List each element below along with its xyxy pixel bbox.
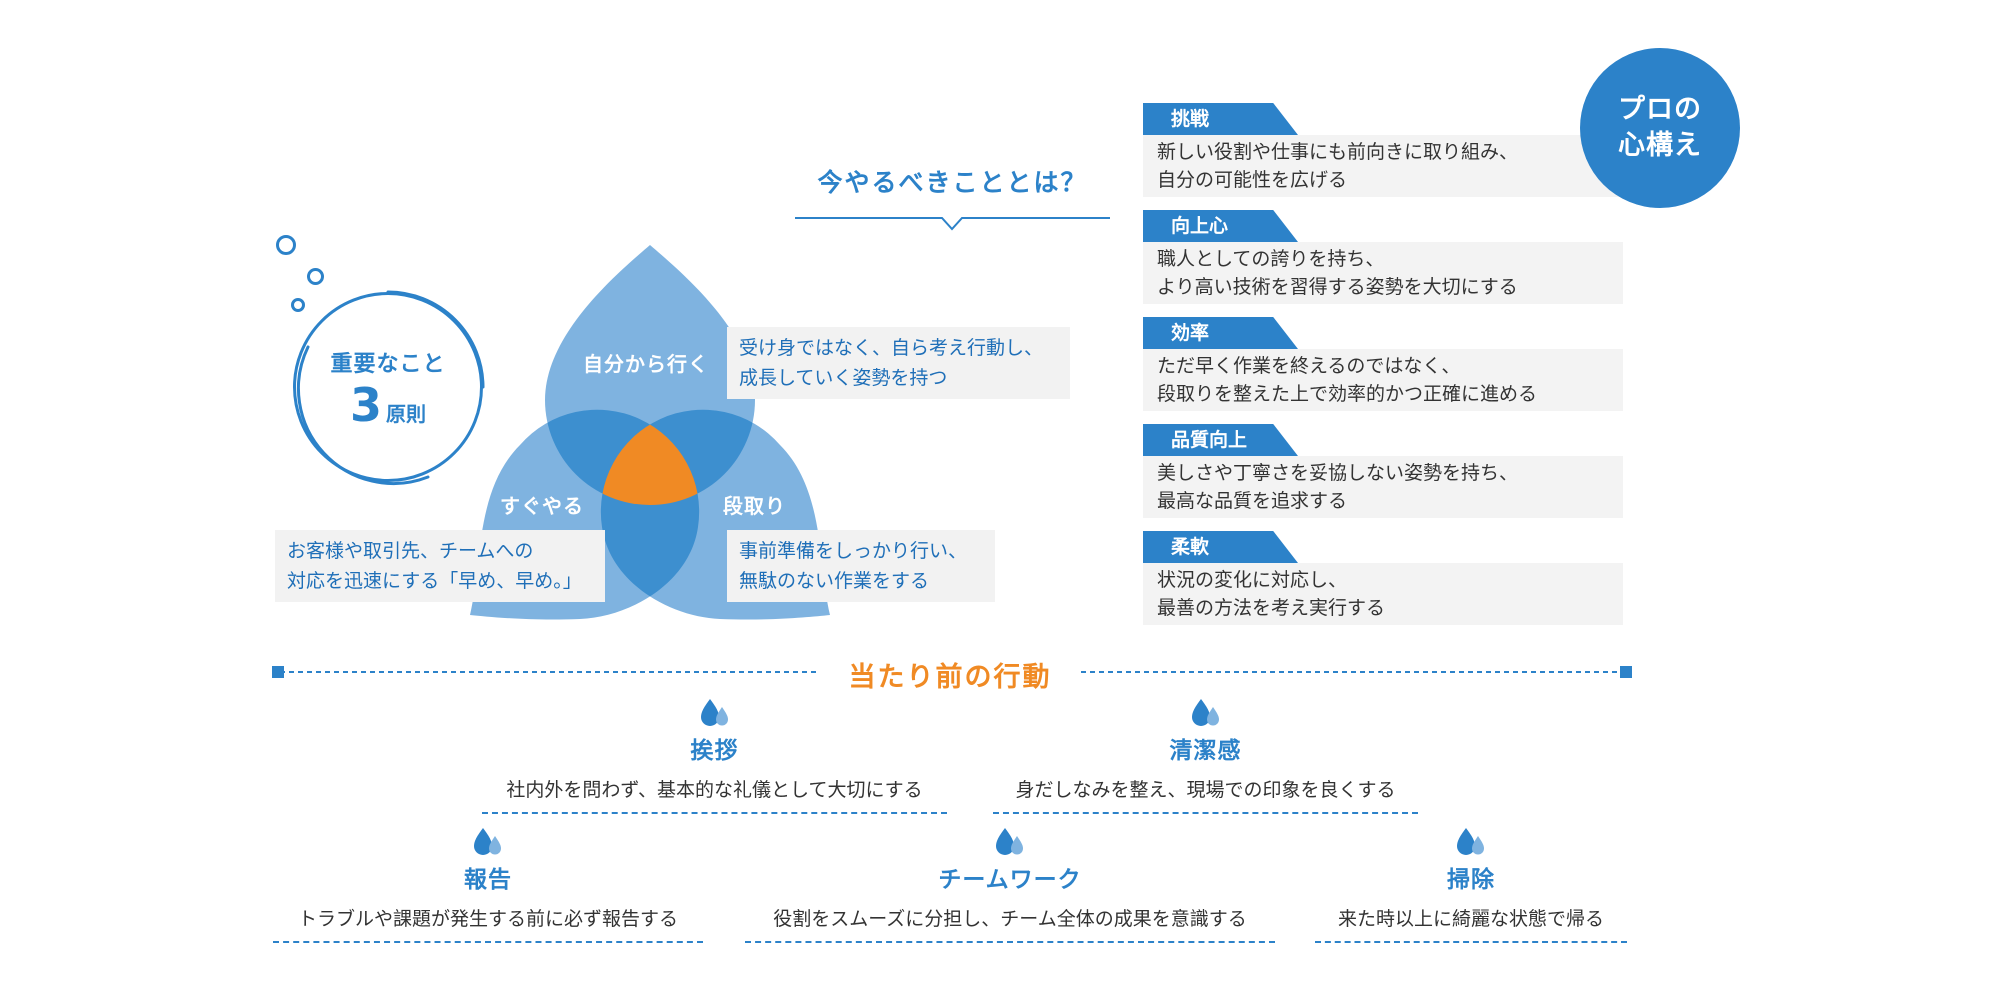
behavior-item: 掃除来た時以上に綺麗な状態で帰る (1315, 826, 1627, 943)
water-drops-icon (1454, 826, 1488, 858)
pro-item-description: 職人としての誇りを持ち、より高い技術を習得する姿勢を大切にする (1143, 242, 1623, 304)
water-drops-icon (698, 697, 732, 729)
behavior-item: 清潔感身だしなみを整え、現場での印象を良くする (993, 697, 1418, 814)
bubble-large (276, 235, 296, 255)
behavior-item: 報告トラブルや課題が発生する前に必ず報告する (273, 826, 703, 943)
bubble-medium (307, 268, 324, 285)
badge-number: 3 (349, 378, 382, 432)
pro-item-tag: 品質向上 (1143, 424, 1298, 456)
behavior-item: チームワーク役割をスムーズに分担し、チーム全体の成果を意識する (745, 826, 1275, 943)
behavior-title: 清潔感 (1169, 738, 1242, 764)
pro-item-line: 最善の方法を考え実行する (1157, 597, 1386, 619)
pro-item-line: 状況の変化に対応し、 (1157, 569, 1348, 591)
behavior-description: トラブルや課題が発生する前に必ず報告する (273, 904, 703, 943)
pro-item-line: 段取りを整えた上で効率的かつ正確に進める (1157, 383, 1538, 405)
badge-title: 重要なこと (330, 352, 446, 377)
pro-item-tag: 柔軟 (1143, 531, 1298, 563)
behavior-description: 身だしなみを整え、現場での印象を良くする (993, 775, 1418, 814)
behavior-title: チームワーク (938, 867, 1082, 893)
now-heading: 今やるべきこととは？ (817, 168, 1088, 197)
note-right-line2: 無駄のない作業をする (739, 570, 930, 592)
pro-item-tag: 効率 (1143, 317, 1298, 349)
pro-item-tag: 向上心 (1143, 210, 1298, 242)
pro-item-line: 美しさや丁寧さを妥協しない姿勢を持ち、 (1157, 462, 1519, 484)
badge-unit: 原則 (386, 402, 426, 426)
pro-item-description: 美しさや丁寧さを妥協しない姿勢を持ち、最高な品質を追求する (1143, 456, 1623, 518)
pro-circle-line2: 心構え (1618, 130, 1702, 161)
bubble-small (291, 298, 305, 312)
behavior-title: 報告 (464, 867, 512, 893)
speech-underline (795, 217, 1110, 231)
pro-circle-line1: プロの (1618, 94, 1702, 125)
note-right-line1: 事前準備をしっかり行い、 (739, 540, 968, 562)
note-left-line2: 対応を迅速にする「早め、早め。」 (287, 570, 582, 592)
pro-mindset-circle: プロの 心構え (1580, 48, 1740, 208)
note-top-line1: 受け身ではなく、自ら考え行動し、 (739, 337, 1044, 359)
note-top-line2: 成長していく姿勢を持つ (739, 367, 948, 389)
section-divider (272, 666, 1632, 678)
behavior-title: 掃除 (1447, 867, 1495, 893)
pro-item-description: 状況の変化に対応し、最善の方法を考え実行する (1143, 563, 1623, 625)
pro-item-line: より高い技術を習得する姿勢を大切にする (1157, 276, 1518, 298)
water-drops-icon (1189, 697, 1223, 729)
behavior-description: 役割をスムーズに分担し、チーム全体の成果を意識する (745, 904, 1275, 943)
behavior-description: 来た時以上に綺麗な状態で帰る (1315, 904, 1627, 943)
petal-label-top: 自分から行く (583, 352, 709, 376)
water-drops-icon (993, 826, 1027, 858)
note-left: お客様や取引先、チームへの 対応を迅速にする「早め、早め。」 (275, 530, 605, 602)
behavior-title: 挨拶 (690, 738, 739, 764)
pro-item-line: ただ早く作業を終えるのではなく、 (1157, 355, 1461, 377)
pro-item-description: 新しい役割や仕事にも前向きに取り組み、自分の可能性を広げる (1143, 135, 1623, 197)
petal-label-right: 段取り (723, 494, 786, 518)
pro-item-tag: 挑戦 (1143, 103, 1298, 135)
three-principles-badge: 重要なこと 3 原則 (293, 292, 483, 482)
note-right: 事前準備をしっかり行い、 無駄のない作業をする (727, 530, 995, 602)
pro-item-line: 自分の可能性を広げる (1157, 169, 1348, 191)
behaviors-title: 当たり前の行動 (820, 655, 1080, 694)
note-left-line1: お客様や取引先、チームへの (287, 540, 534, 562)
behavior-item: 挨拶社内外を問わず、基本的な礼儀として大切にする (482, 697, 947, 814)
water-drops-icon (471, 826, 505, 858)
pro-item-line: 新しい役割や仕事にも前向きに取り組み、 (1157, 141, 1519, 163)
behavior-description: 社内外を問わず、基本的な礼儀として大切にする (482, 775, 947, 814)
pro-item-line: 職人としての誇りを持ち、 (1157, 248, 1385, 270)
petal-label-left: すぐやる (500, 494, 584, 518)
note-top: 受け身ではなく、自ら考え行動し、 成長していく姿勢を持つ (727, 327, 1070, 399)
pro-item-line: 最高な品質を追求する (1157, 490, 1348, 512)
badge-count: 3 原則 (350, 382, 426, 428)
pro-item-description: ただ早く作業を終えるのではなく、段取りを整えた上で効率的かつ正確に進める (1143, 349, 1623, 411)
